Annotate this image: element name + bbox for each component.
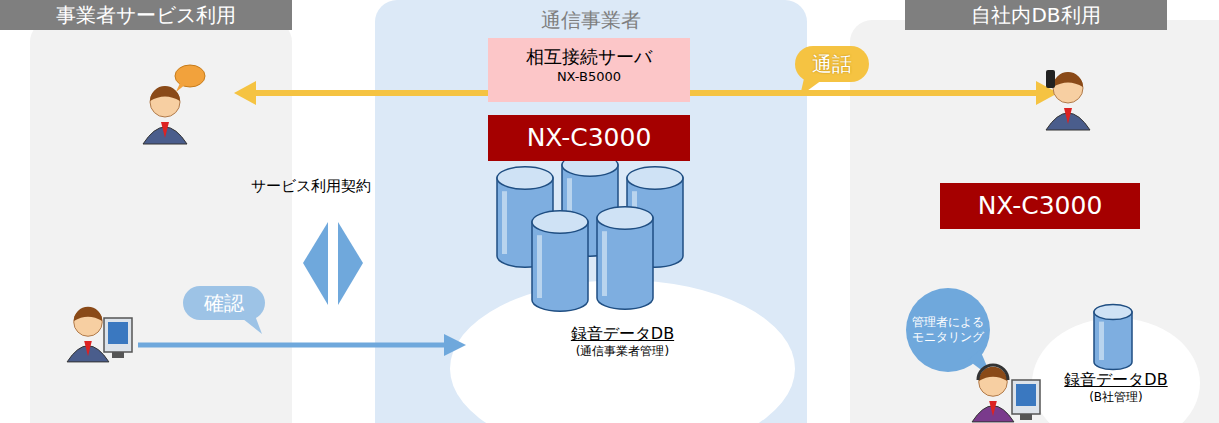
cylinder-shine bbox=[502, 191, 507, 254]
cylinder-top bbox=[627, 167, 683, 189]
cylinder-shine bbox=[602, 231, 607, 296]
db-ellipse: 録音データDB(通信事業者管理) bbox=[450, 280, 795, 423]
cylinder-top bbox=[597, 207, 653, 229]
node-title: 録音データDB bbox=[1064, 370, 1167, 390]
db-cylinder bbox=[597, 207, 653, 309]
node-subtitle: (B社管理) bbox=[1089, 390, 1143, 405]
bubble-tail bbox=[238, 313, 262, 334]
product-box: NX-C3000 bbox=[940, 183, 1140, 229]
service-panel: 事業者サービス利用 bbox=[30, 20, 292, 423]
node-subtitle: NX-B5000 bbox=[557, 69, 621, 85]
phone bbox=[1046, 70, 1055, 88]
cylinder-top bbox=[532, 211, 588, 233]
cylinder-top bbox=[1094, 304, 1132, 319]
arrow-head bbox=[234, 81, 256, 105]
node-title: 録音データDB bbox=[571, 324, 674, 344]
node-title: NX-C3000 bbox=[527, 122, 652, 153]
panel-heading: 自社内DB利用 bbox=[905, 0, 1167, 30]
speech-bubble bbox=[175, 65, 205, 87]
cylinder-body bbox=[597, 218, 653, 309]
db-cylinder bbox=[1094, 304, 1132, 369]
person-hair bbox=[150, 86, 180, 101]
person-head bbox=[74, 308, 103, 337]
monitoring-label: 管理者による モニタリング bbox=[906, 302, 990, 358]
panel-heading: 通信事業者 bbox=[375, 5, 807, 35]
monitor-screen bbox=[108, 322, 128, 344]
contract-label: サービス利用契約 bbox=[236, 174, 386, 198]
person-head bbox=[150, 87, 180, 117]
contract-arrow bbox=[303, 222, 328, 305]
carrier-panel: 通信事業者相互接続サーバNX-B5000NX-C3000録音データDB(通信事業… bbox=[375, 0, 807, 423]
db-cylinder bbox=[532, 211, 588, 311]
panel-ground bbox=[30, 20, 292, 423]
confirm-label: 確認 bbox=[183, 286, 265, 320]
cylinder-shine bbox=[537, 235, 542, 298]
person-tie bbox=[989, 401, 997, 416]
person-tie bbox=[1064, 108, 1072, 124]
monitor-stand bbox=[112, 352, 124, 358]
node-subtitle: (通信事業者管理) bbox=[576, 344, 669, 359]
person-hair bbox=[1053, 72, 1083, 87]
panel-heading: 事業者サービス利用 bbox=[0, 0, 292, 30]
cylinder-shine bbox=[1099, 322, 1104, 360]
monitor-stand bbox=[1020, 414, 1032, 420]
person-hair bbox=[74, 307, 103, 321]
node-title: NX-C3000 bbox=[978, 190, 1103, 221]
node-title: 相互接続サーバ bbox=[526, 46, 652, 69]
cylinder-top bbox=[497, 167, 553, 189]
monitor bbox=[1012, 380, 1040, 414]
person-tie bbox=[84, 341, 92, 356]
headset bbox=[978, 365, 1008, 380]
panel-ground bbox=[850, 20, 1219, 423]
cylinder-body bbox=[1094, 312, 1132, 370]
monitor bbox=[104, 318, 132, 352]
speech-tail bbox=[176, 83, 186, 92]
cylinder-body bbox=[532, 222, 588, 311]
monitor-screen bbox=[1016, 384, 1036, 406]
person-tie bbox=[161, 122, 169, 138]
bubble-tail bbox=[800, 74, 822, 96]
inhouse-panel: 自社内DB利用NX-C3000録音データDB(B社管理) bbox=[850, 20, 1219, 423]
person-icon bbox=[143, 86, 187, 144]
person-icon bbox=[67, 307, 109, 362]
db-ellipse: 録音データDB(B社管理) bbox=[1032, 318, 1200, 423]
product-box: NX-C3000 bbox=[488, 115, 690, 161]
arrow-head bbox=[444, 334, 466, 356]
person-head bbox=[1053, 73, 1083, 103]
contract-arrow bbox=[338, 222, 363, 305]
call-label: 通話 bbox=[795, 46, 869, 82]
confirm-line bbox=[138, 343, 448, 348]
person-head bbox=[979, 368, 1008, 397]
server-box: 相互接続サーバNX-B5000 bbox=[488, 38, 690, 102]
